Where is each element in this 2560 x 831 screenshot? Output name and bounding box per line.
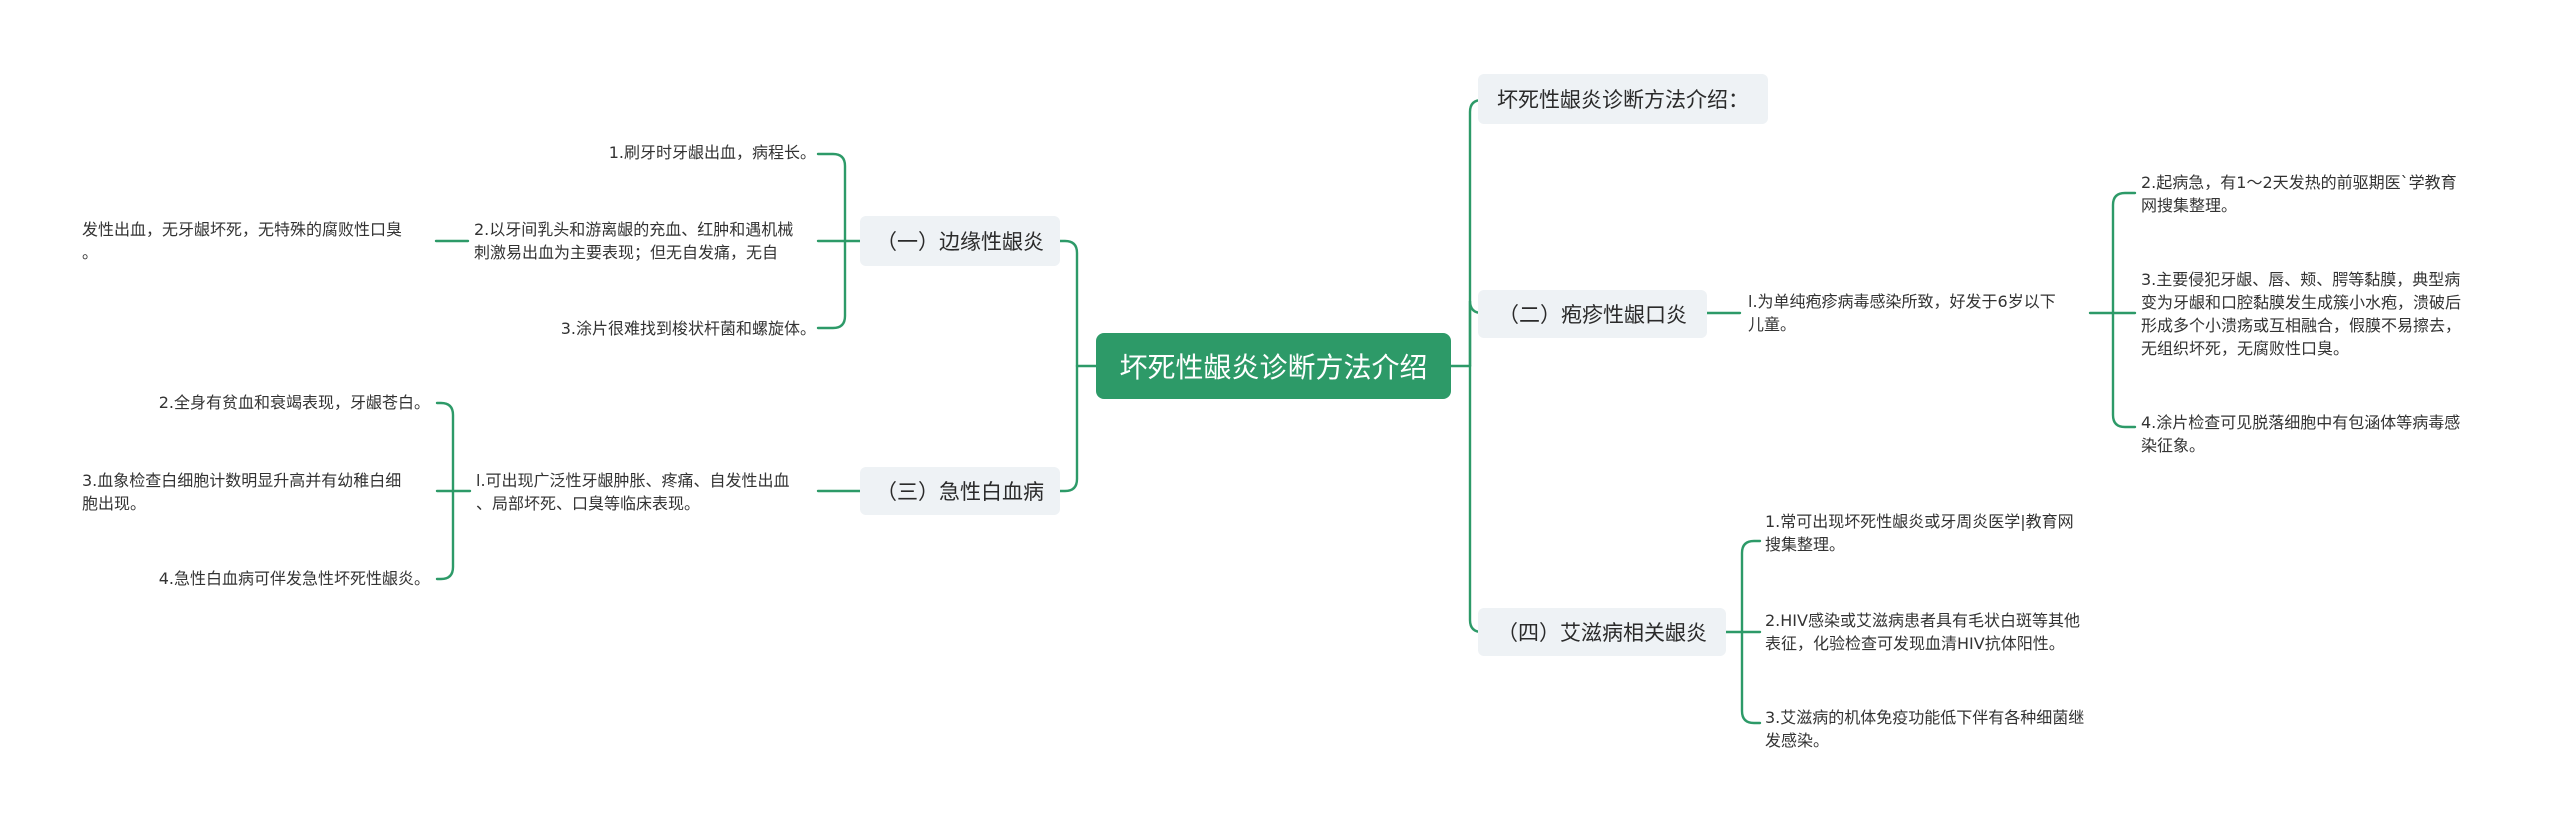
b1-item-1: 1.刷牙时牙龈出血，病程长。 — [608, 143, 816, 162]
b4-item-1: 1.常可出现坏死性龈炎或牙周炎医学|教育网 搜集整理。 — [1765, 512, 2074, 554]
b2-item-4: 4.涂片检查可见脱落细胞中有包涵体等病毒感 染征象。 — [2141, 413, 2461, 455]
b4-item-2: 2.HIV感染或艾滋病患者具有毛状白斑等其他 表征，化验检查可发现血清HIV抗体… — [1765, 611, 2080, 653]
b2-item-2: 2.起病急，有1～2天发热的前驱期医`学教育 网搜集整理。 — [2141, 173, 2457, 215]
b2-item-3: 3.主要侵犯牙龈、唇、颊、腭等黏膜，典型病 变为牙龈和口腔黏膜发生成簇小水疱，溃… — [2141, 270, 2462, 358]
b1-item-2-detail: 发性出血，无牙龈坏死，无特殊的腐败性口臭 。 — [82, 220, 403, 262]
b3-item-2: 2.全身有贫血和衰竭表现，牙龈苍白。 — [158, 393, 430, 412]
b1-item-2: 2.以牙间乳头和游离龈的充血、红肿和遇机械 刺激易出血为主要表现；但无自发痛，无… — [474, 220, 794, 262]
branch-marginal-gingivitis[interactable]: （一）边缘性龈炎 — [860, 216, 1060, 266]
b3-item-3: 3.血象检查白细胞计数明显升高并有幼稚白细 胞出现。 — [82, 471, 402, 513]
branch-herpetic-gingivostomatitis[interactable]: （二）疱疹性龈口炎 — [1478, 290, 1707, 338]
b3-item-4: 4.急性白血病可伴发急性坏死性龈炎。 — [158, 569, 430, 588]
b2-main-item: l.为单纯疱疹病毒感染所致，好发于6岁以下 儿童。 — [1748, 292, 2056, 334]
b1-item-3: 3.涂片很难找到梭状杆菌和螺旋体。 — [560, 319, 816, 338]
root-node[interactable]: 坏死性龈炎诊断方法介绍 — [1096, 333, 1451, 399]
branch-acute-leukemia[interactable]: （三）急性白血病 — [860, 467, 1060, 515]
branch-intro-title[interactable]: 坏死性龈炎诊断方法介绍： — [1478, 74, 1768, 124]
branch-aids-related-gingivitis[interactable]: （四）艾滋病相关龈炎 — [1478, 608, 1726, 656]
b4-item-3: 3.艾滋病的机体免疫功能低下伴有各种细菌继 发感染。 — [1765, 708, 2085, 750]
b3-main-item: l.可出现广泛性牙龈肿胀、疼痛、自发性出血 、局部坏死、口臭等临床表现。 — [476, 471, 790, 513]
